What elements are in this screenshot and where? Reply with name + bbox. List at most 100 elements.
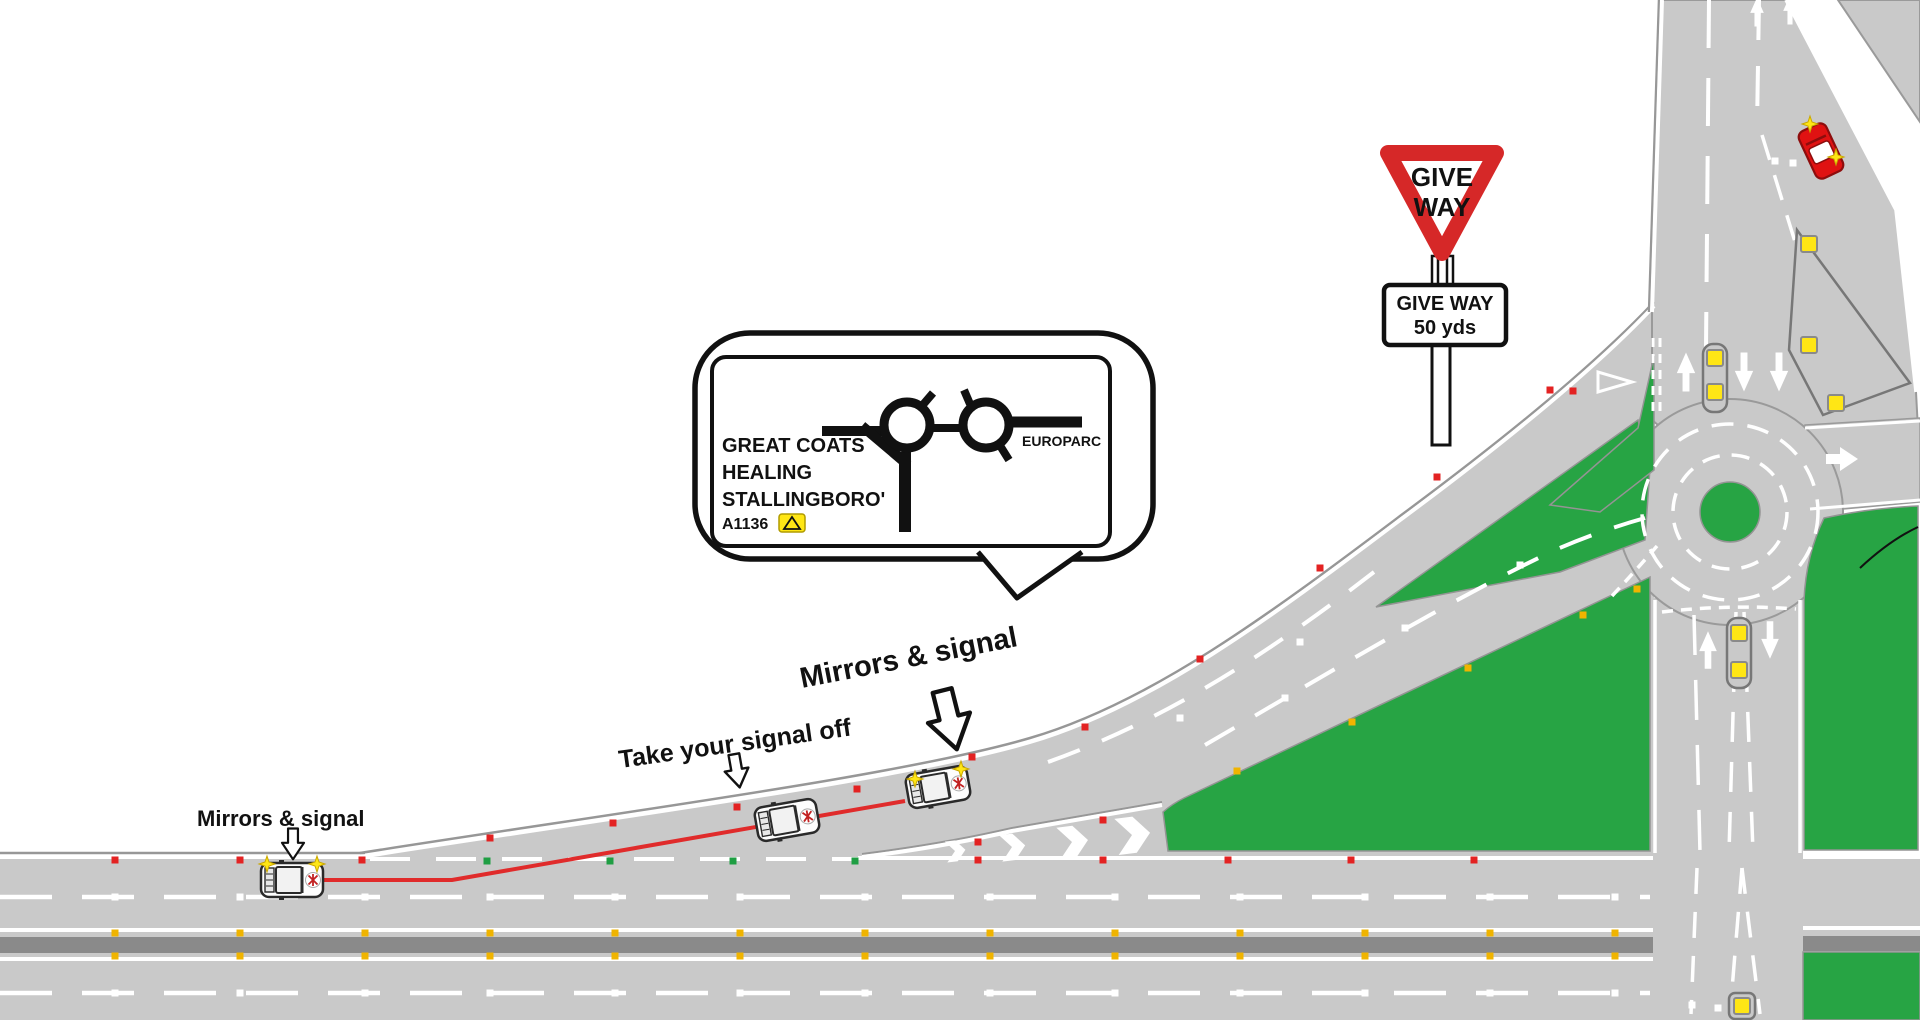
road-stud-white — [361, 893, 369, 901]
road-stud-amber — [611, 929, 619, 937]
central-median — [0, 937, 1653, 953]
road-stud-amber — [1361, 952, 1369, 960]
road-stud-amber — [986, 929, 994, 937]
road-stud-white — [1611, 989, 1619, 997]
road-stud-red — [853, 785, 861, 793]
grass-areas — [1162, 355, 1920, 1020]
signal-head-icon — [1730, 624, 1748, 642]
grass-contour-line — [1859, 526, 1919, 569]
road-stud-green — [729, 857, 737, 865]
road-stud-amber — [1236, 929, 1244, 937]
road-stud-amber — [486, 929, 494, 937]
road-stud-amber — [236, 929, 244, 937]
road-stud-white — [736, 989, 744, 997]
road-stud-white — [1361, 989, 1369, 997]
central-median-east — [1803, 936, 1920, 951]
plate-line1: GIVE WAY — [1396, 293, 1494, 315]
road-stud-white — [1111, 989, 1119, 997]
sign-post — [1430, 343, 1452, 447]
signal-head-icon — [1800, 235, 1818, 253]
road-stud-amber — [611, 952, 619, 960]
destination-2: HEALING — [722, 462, 812, 484]
road-stud-green — [606, 857, 614, 865]
road-stud-white — [1771, 157, 1779, 165]
road-stud-amber — [861, 929, 869, 937]
route-number: A1136 — [722, 516, 768, 533]
road-stud-white — [1176, 714, 1184, 722]
road-stud-amber — [1348, 718, 1356, 726]
road-stud-white — [236, 893, 244, 901]
grass-wedge-northwest — [1548, 355, 1655, 513]
grass-southeast — [1802, 951, 1920, 1020]
road-stud-white — [1111, 893, 1119, 901]
road-stud-red — [1099, 816, 1107, 824]
road-stud-amber — [1611, 929, 1619, 937]
road-stud-white — [1611, 893, 1619, 901]
give-way-triangle-icon — [1380, 145, 1504, 261]
road-stud-amber — [1611, 952, 1619, 960]
road-stud-amber — [1361, 929, 1369, 937]
road-stud-white — [111, 893, 119, 901]
give-way-plate — [1381, 282, 1509, 348]
road-stud-amber — [1633, 585, 1641, 593]
road-stud-red — [974, 838, 982, 846]
road-stud-red — [974, 856, 982, 864]
signal-head-icon — [1706, 383, 1724, 401]
road-stud-white — [1789, 159, 1797, 167]
signal-head-icon — [1730, 661, 1748, 679]
road-stud-amber — [236, 952, 244, 960]
signal-head-icon — [1800, 336, 1818, 354]
road-stud-amber — [1464, 664, 1472, 672]
give-way-line2: WAY — [1414, 192, 1471, 222]
road-stud-amber — [1579, 611, 1587, 619]
road-stud-amber — [1111, 952, 1119, 960]
road-stud-red — [1546, 386, 1554, 394]
road-stud-white — [986, 893, 994, 901]
road-stud-red — [1433, 473, 1441, 481]
grass-wedge-main — [1162, 575, 1651, 852]
road-stud-red — [1224, 856, 1232, 864]
road-stud-green — [851, 857, 859, 865]
corner-road-wedge — [1836, 0, 1920, 124]
road-stud-red — [1569, 387, 1577, 395]
road-stud-white — [1236, 989, 1244, 997]
road-stud-red — [1099, 856, 1107, 864]
road-stud-amber — [111, 952, 119, 960]
slip-road — [360, 306, 1654, 857]
grass-wedge-branches — [1375, 418, 1651, 608]
give-way-line1: GIVE — [1411, 162, 1473, 192]
driving-path-line — [322, 799, 906, 882]
road-stud-red — [236, 856, 244, 864]
road-studs — [111, 157, 1797, 1012]
signal-heads — [1706, 235, 1845, 1015]
road-stud-white — [1361, 893, 1369, 901]
road-stud-amber — [361, 952, 369, 960]
annotation-bottom: Mirrors & signal — [197, 806, 364, 831]
road-stud-amber — [861, 952, 869, 960]
road-stud-red — [609, 819, 617, 827]
road-stud-amber — [1486, 952, 1494, 960]
road-stud-amber — [736, 952, 744, 960]
road-stud-white — [486, 989, 494, 997]
road-stud-white — [611, 989, 619, 997]
road-stud-red — [1081, 723, 1089, 731]
road-stud-red — [486, 834, 494, 842]
road-arrows — [1676, 0, 1858, 669]
plate-line2: 50 yds — [1414, 317, 1476, 339]
road-stud-white — [1516, 561, 1524, 569]
road-stud-amber — [986, 952, 994, 960]
road-stud-white — [1688, 1001, 1696, 1009]
road-stud-amber — [1111, 929, 1119, 937]
road-stud-white — [111, 989, 119, 997]
road-stud-white — [1486, 893, 1494, 901]
road-stud-white — [1486, 989, 1494, 997]
road-stud-amber — [1236, 952, 1244, 960]
road-stud-white — [1714, 1004, 1722, 1012]
road-stud-white — [1281, 694, 1289, 702]
road-stud-white — [861, 893, 869, 901]
road-stud-white — [1401, 624, 1409, 632]
road-stud-white — [236, 989, 244, 997]
direction-sign-bubble: GREAT COATS HEALING STALLINGBORO' A1136 … — [692, 330, 1156, 601]
roundabout-diagram-icon — [822, 388, 1082, 532]
